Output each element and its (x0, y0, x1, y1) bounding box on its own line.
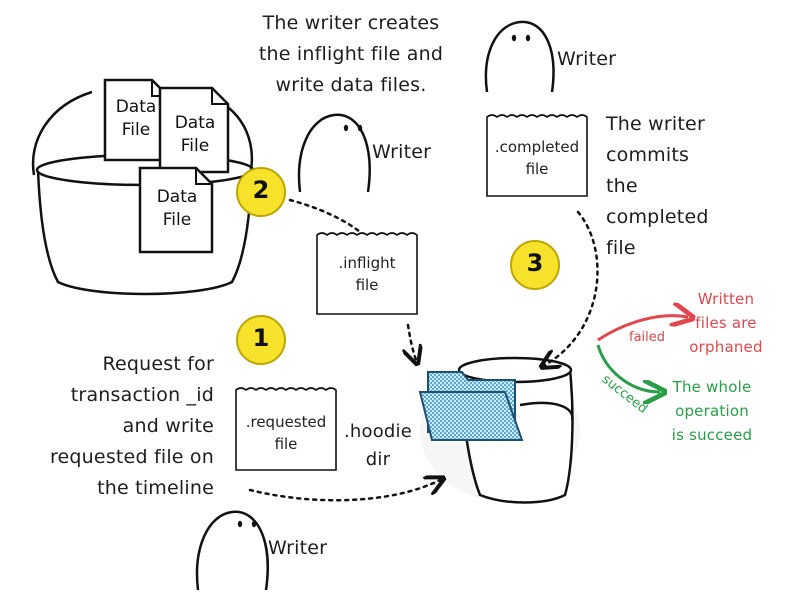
caption-step-1: Request for transaction _id and write re… (20, 349, 214, 504)
data-file-3-line-1: Data (156, 187, 198, 207)
completed-file-line-2: file (525, 160, 549, 178)
step-3-circle (510, 240, 560, 290)
failed-arrow (597, 316, 688, 342)
hoodie-dir-label: .hoodie dir (342, 418, 414, 474)
failed-result-line-3: orphaned (689, 338, 763, 356)
caption-step-1-line-1: Request for (102, 353, 214, 375)
writer-label-middle: Writer (372, 141, 432, 163)
caption-step-3-line-3: the (606, 175, 638, 197)
caption-step-3-line-4: completed (606, 206, 709, 228)
requested-file-label: .requested file (236, 411, 336, 455)
writer-label-bottom: Writer (268, 537, 328, 559)
caption-step-2-line-2: the inflight file and (258, 43, 444, 65)
data-file-2-line-2: File (180, 136, 210, 156)
arrow-step2-to-inflight (288, 198, 362, 234)
requested-file-line-2: file (274, 435, 298, 453)
caption-step-3-line-1: The writer (606, 113, 705, 135)
data-file-2-label: Data File (166, 112, 224, 158)
writer-label-top: Writer (557, 48, 617, 70)
failed-label: failed (629, 330, 666, 345)
caption-step-1-line-3: and write (122, 415, 214, 437)
step-2-number: 2 (252, 176, 270, 204)
step-1-number: 1 (252, 324, 270, 352)
writer-figure-middle (297, 113, 371, 193)
caption-step-3: The writer commits the completed file (606, 109, 709, 264)
failed-result: Written files are orphaned (678, 287, 774, 359)
succeed-arrow (596, 344, 660, 392)
inflight-file-label: .inflight file (317, 252, 417, 296)
step-1-circle (236, 315, 286, 365)
completed-file-line-1: .completed (494, 138, 580, 156)
data-file-2-line-1: Data (174, 113, 216, 133)
folder-icon (418, 371, 524, 441)
data-file-3-line-2: File (162, 210, 192, 230)
caption-step-1-line-4: requested file on (49, 446, 214, 468)
requested-file-line-1: .requested (245, 413, 327, 431)
caption-step-3-line-2: commits (606, 144, 690, 166)
caption-step-3-line-5: file (606, 237, 636, 259)
succeed-result-line-1: The whole (672, 378, 752, 396)
caption-step-2: The writer creates the inflight file and… (236, 8, 466, 101)
requested-file-shape (235, 387, 337, 471)
succeed-result-line-3: is succeed (671, 426, 753, 444)
hoodie-dir-line-2: dir (365, 449, 391, 470)
arrow-requested-to-hoodie (248, 480, 440, 502)
arrow-inflight-to-hoodie (408, 323, 416, 360)
inflight-file-shape (316, 232, 418, 315)
arrow-completed-to-hoodie (545, 210, 599, 365)
caption-step-1-line-5: the timeline (97, 477, 214, 499)
failed-result-line-2: files are (695, 314, 757, 332)
data-file-3 (138, 166, 214, 254)
step-2-circle (236, 167, 286, 217)
data-file-2 (158, 86, 230, 174)
caption-step-1-line-2: transaction _id (70, 384, 214, 406)
failed-result-line-1: Written (697, 290, 755, 308)
caption-step-2-line-1: The writer creates (262, 12, 440, 34)
inflight-file-line-2: file (355, 276, 379, 294)
succeed-result-line-2: operation (675, 402, 749, 420)
data-file-1-line-1: Data (115, 97, 157, 117)
data-file-3-label: Data File (148, 186, 206, 232)
completed-file-shape (486, 114, 588, 197)
data-file-1-label: Data File (108, 96, 164, 142)
hoodie-dir-line-1: .hoodie (343, 421, 413, 442)
caption-step-2-line-3: write data files. (275, 74, 427, 96)
data-file-1-line-2: File (121, 120, 151, 140)
inflight-file-line-1: .inflight (338, 254, 396, 272)
step-3-number: 3 (526, 249, 544, 277)
succeed-result: The whole operation is succeed (660, 375, 764, 447)
writer-figure-bottom (195, 510, 269, 591)
completed-file-label: .completed file (487, 136, 587, 180)
writer-figure-top (484, 20, 555, 93)
